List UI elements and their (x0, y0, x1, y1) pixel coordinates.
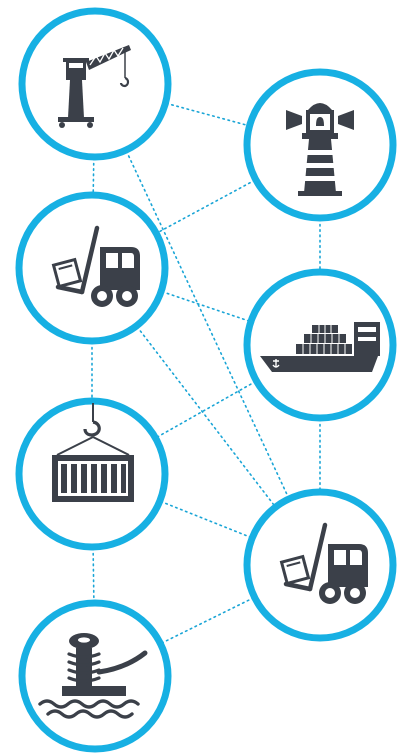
cargo-ship-node (243, 268, 397, 422)
crane-ring (18, 7, 172, 161)
link-crane-forklift-bottom (94, 83, 321, 566)
forklift-bottom-ring (243, 488, 397, 642)
mooring-bollard-icon (38, 633, 148, 719)
lighthouse-icon (286, 103, 354, 196)
cargo-ship-icon (260, 322, 380, 372)
crane-icon (58, 45, 131, 128)
forklift-icon (279, 522, 368, 604)
forklift-top-ring (15, 191, 169, 345)
container-hook-icon (52, 403, 134, 502)
forklift-top-node (15, 191, 169, 345)
forklift-icon (51, 225, 140, 307)
lighthouse-node (243, 68, 397, 222)
crane-node (18, 7, 172, 161)
link-container-forklift-bottom (91, 473, 321, 566)
container-node (15, 397, 169, 551)
forklift-bottom-node (243, 488, 397, 642)
bollard-node (18, 599, 172, 753)
bollard-ring (18, 599, 172, 753)
